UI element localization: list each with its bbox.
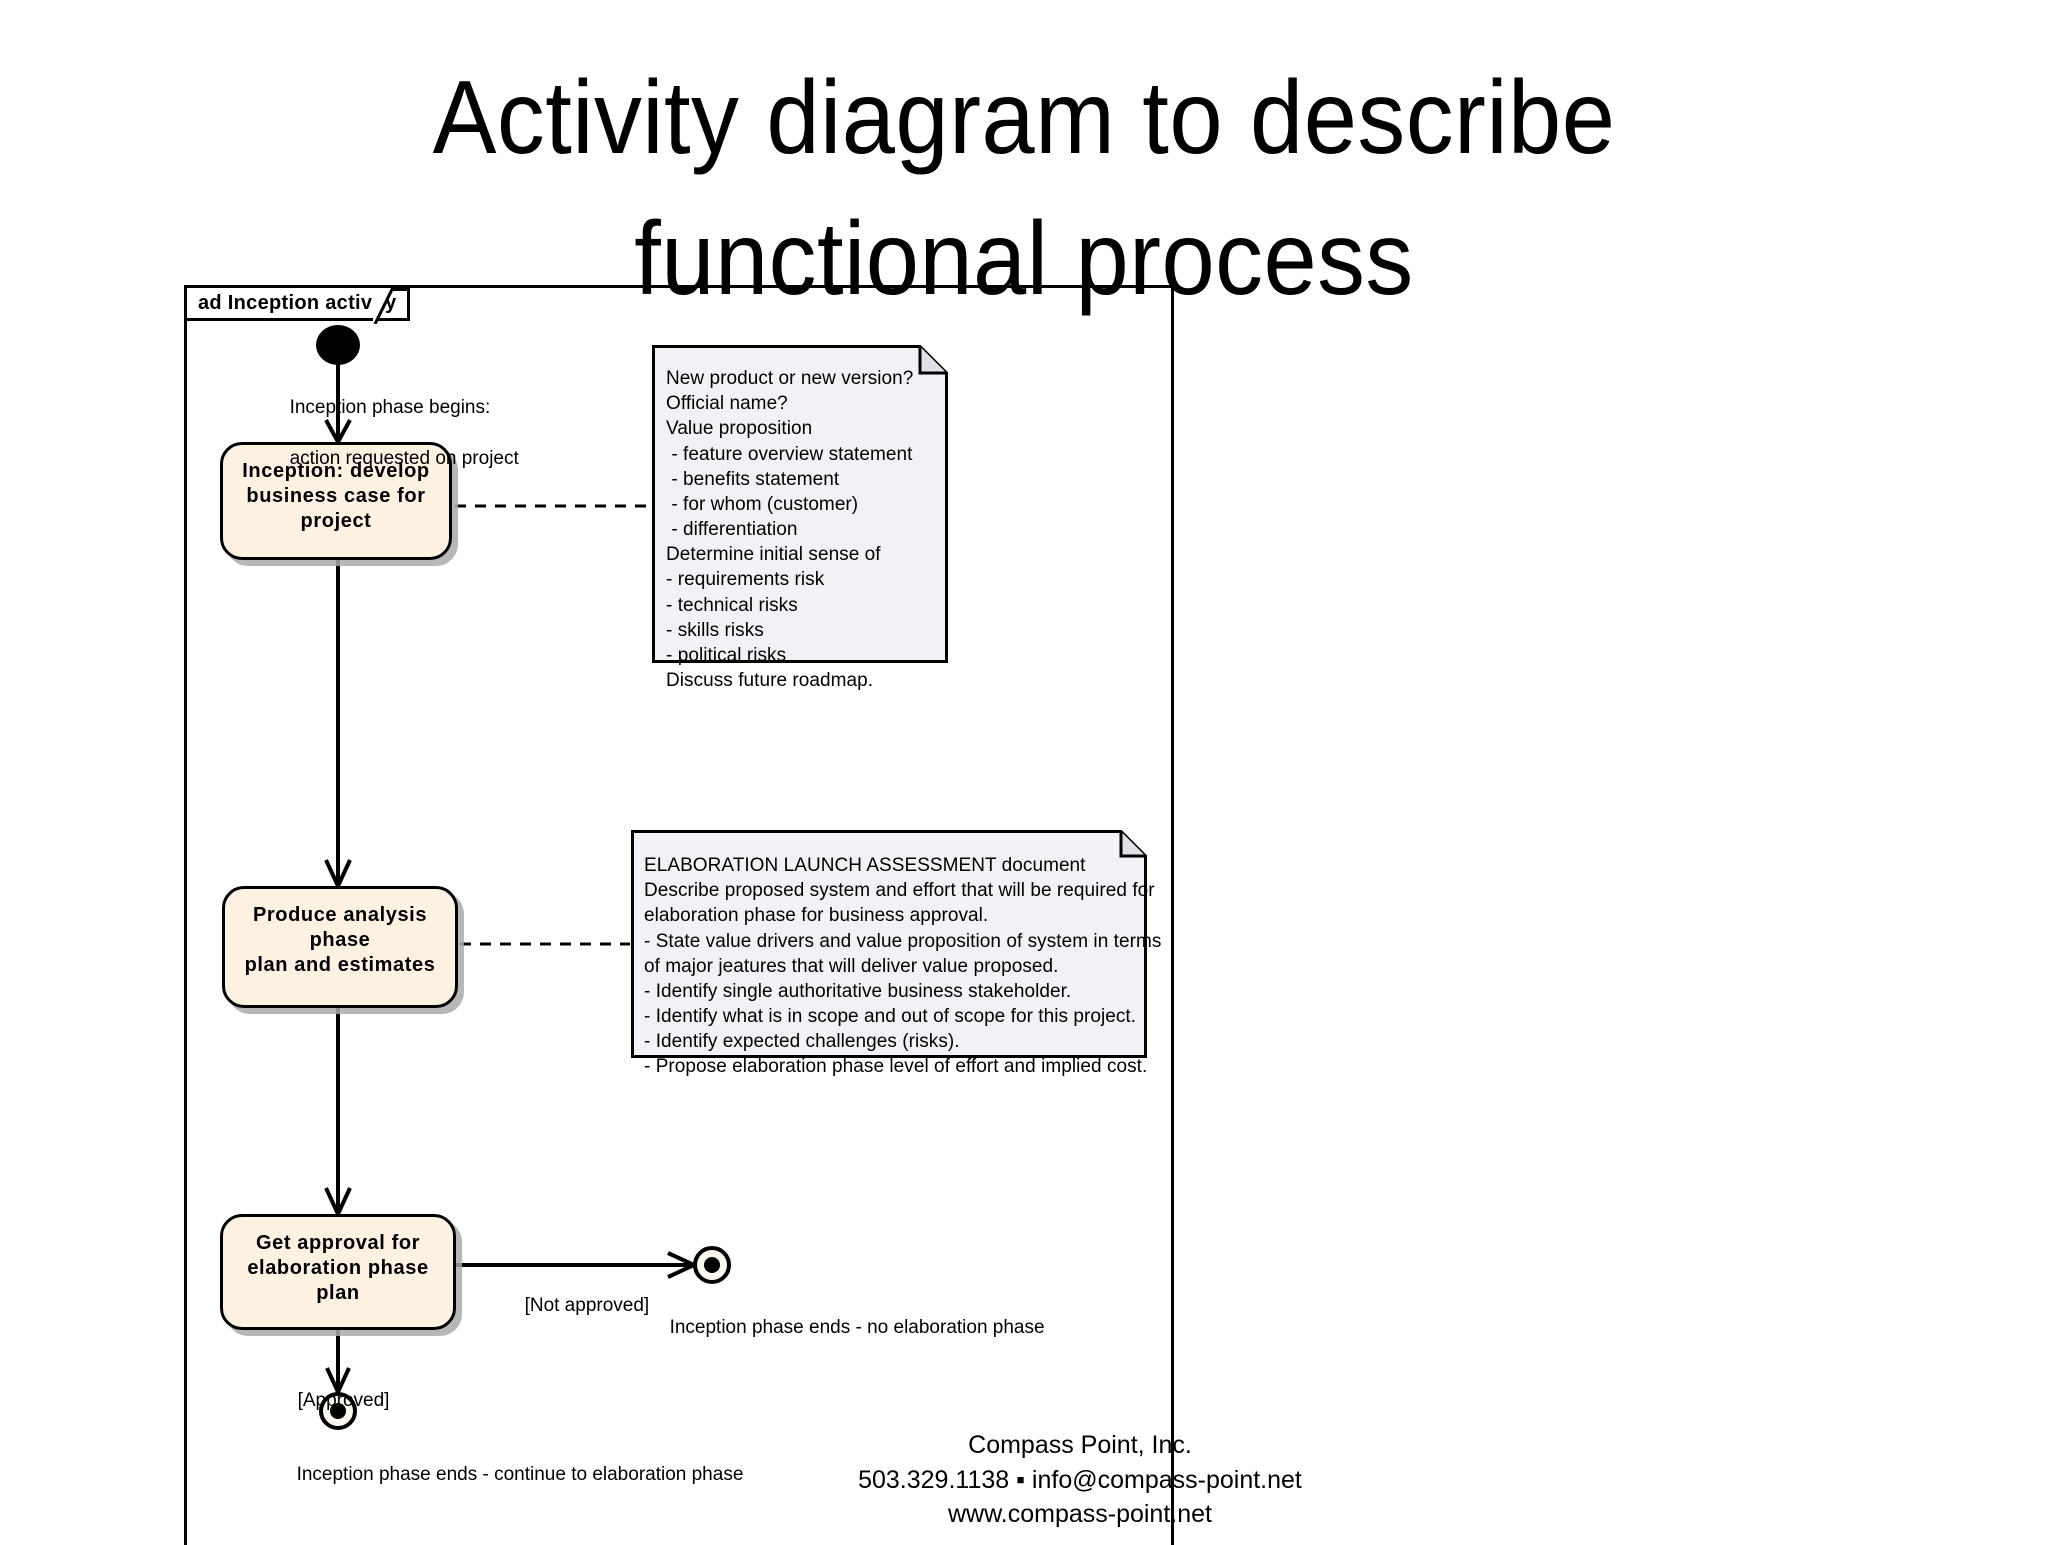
note-line: Determine initial sense of xyxy=(666,544,881,566)
activity-node-get-approval-elaboration-phase-plan[interactable]: Get approval for elaboration phase plan xyxy=(220,1214,456,1330)
uml-activity-frame: ad Inception activity xyxy=(184,285,1174,1545)
activity-label: Get approval for elaboration phase plan xyxy=(223,1231,453,1307)
frame-label-text: ad Inception activity xyxy=(198,291,397,314)
note-line: - technical risks xyxy=(666,594,798,616)
note-shape-icon xyxy=(652,345,948,663)
note-inception-checklist: New product or new version? Official name… xyxy=(652,345,948,691)
end-label-continue-elaboration: Inception phase ends - continue to elabo… xyxy=(296,1464,744,1486)
note-line: - Identify what is in scope and out of s… xyxy=(644,1006,1137,1028)
page-title-line-2: functional process xyxy=(634,201,1414,318)
activity-label-line-1: Inception: develop xyxy=(242,460,430,482)
note-line: ELABORATION LAUNCH ASSESSMENT document xyxy=(644,855,1086,876)
note-line: Official name? xyxy=(666,393,788,415)
start-annotation-line-1: Inception phase begins: xyxy=(289,397,491,419)
activity-node-inception-develop-business-case[interactable]: Inception: develop business case for pro… xyxy=(220,442,452,560)
activity-label: Produce analysis phase plan and estimate… xyxy=(225,903,455,979)
note-line: - requirements risk xyxy=(666,569,825,591)
note-line: New product or new version? xyxy=(666,368,914,389)
note-line: - feature overview statement xyxy=(666,443,913,465)
page-title-line-1: Activity diagram to describe xyxy=(432,60,1616,176)
note-line: Discuss future roadmap. xyxy=(666,670,874,692)
activity-label-line-2: business case for project xyxy=(246,485,426,533)
footer-website: www.compass-point.net xyxy=(947,1500,1212,1528)
note-line: elaboration phase for business approval. xyxy=(644,905,989,927)
frame-label-tab: ad Inception activity xyxy=(187,288,410,321)
note-line: - benefits statement xyxy=(666,468,840,490)
note-line: of major jeatures that will deliver valu… xyxy=(644,955,1059,977)
activity-node-produce-analysis-phase-plan[interactable]: Produce analysis phase plan and estimate… xyxy=(222,886,458,1008)
note-line: - Propose elaboration phase level of eff… xyxy=(644,1056,1148,1078)
page-title: Activity diagram to describe functional … xyxy=(82,48,1966,331)
note-line: - Identify single authoritative business… xyxy=(644,980,1072,1002)
note-line: - for whom (customer) xyxy=(666,493,859,515)
start-annotation-line-2: action requested on project xyxy=(289,447,519,469)
note-line: Value proposition xyxy=(666,418,813,440)
guard-label-approved: [Approved] xyxy=(297,1390,390,1412)
note-line: - differentiation xyxy=(666,519,798,541)
note-line: - State value drivers and value proposit… xyxy=(644,930,1162,952)
footer-phone-email: 503.329.1138 ▪ info@compass-point.net xyxy=(858,1465,1302,1494)
note-text: New product or new version? Official name… xyxy=(666,366,913,693)
activity-label: Inception: develop business case for pro… xyxy=(223,459,449,535)
activity-label-line-1: Produce analysis phase xyxy=(252,904,428,952)
start-node-annotation: Inception phase begins: action requested… xyxy=(279,370,519,471)
end-label-no-elaboration: Inception phase ends - no elaboration ph… xyxy=(669,1317,1045,1339)
activity-label-line-2: elaboration phase plan xyxy=(247,1257,429,1305)
activity-label-line-1: Get approval for xyxy=(255,1232,421,1254)
note-line: Describe proposed system and effort that… xyxy=(644,880,1155,902)
activity-label-line-2: plan and estimates xyxy=(244,954,436,977)
note-line: - skills risks xyxy=(666,619,764,641)
note-shape-icon xyxy=(631,830,1147,1058)
note-line: - political risks xyxy=(666,644,787,666)
footer-contact-block: Compass Point, Inc. 503.329.1138 ▪ info@… xyxy=(760,1428,1400,1532)
guard-label-not-approved: [Not approved] xyxy=(524,1295,650,1317)
note-line: - Identify expected challenges (risks). xyxy=(644,1031,960,1053)
footer-company-name: Compass Point, Inc. xyxy=(968,1431,1192,1459)
